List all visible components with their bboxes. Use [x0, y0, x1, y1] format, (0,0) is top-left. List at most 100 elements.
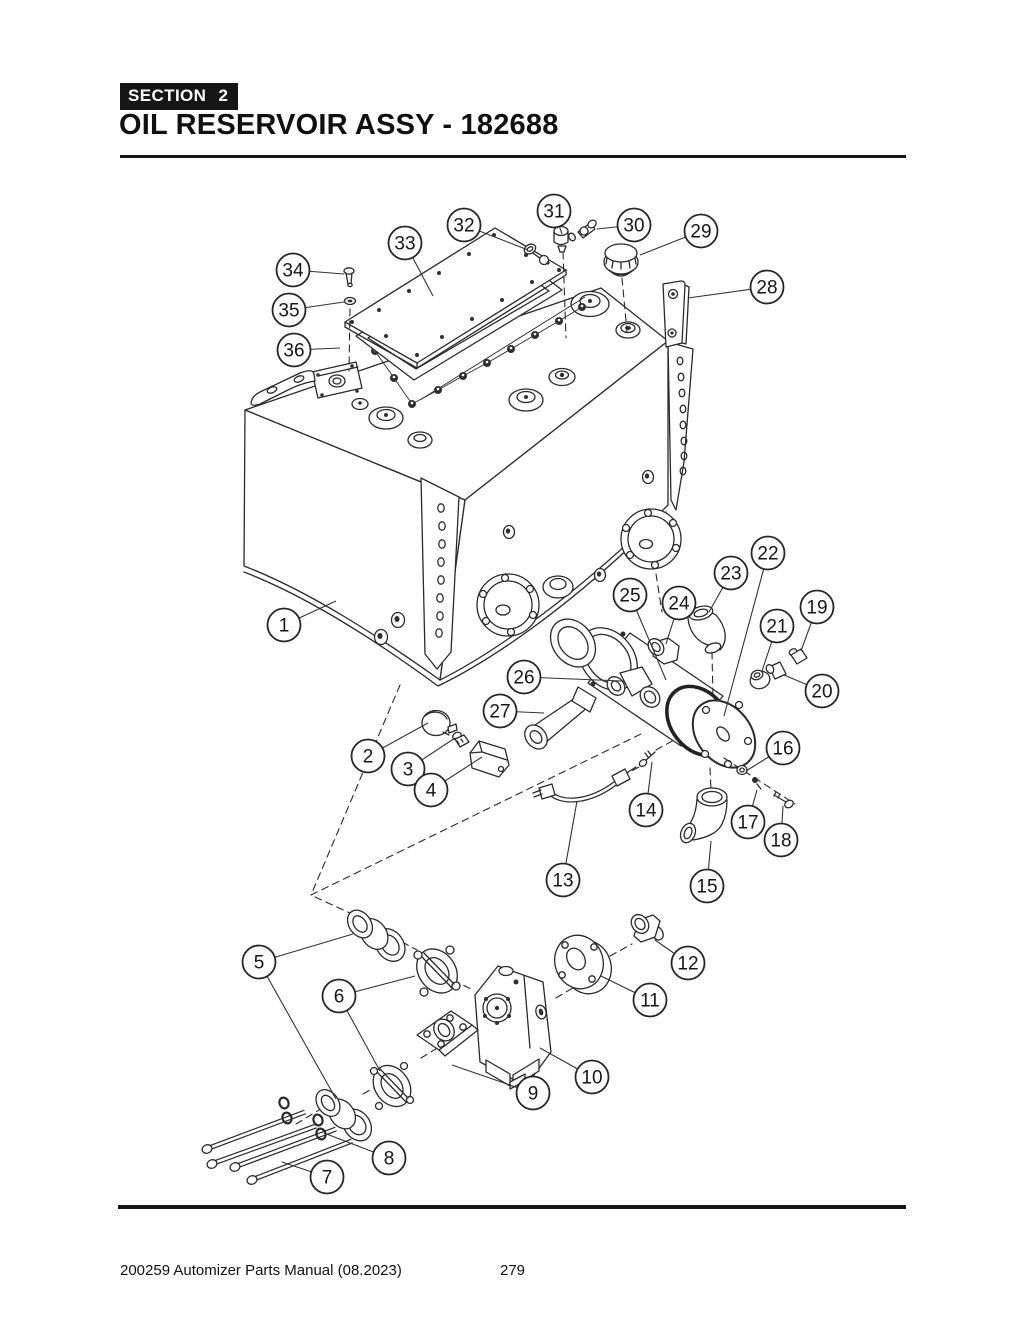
svg-text:32: 32: [453, 216, 474, 237]
svg-text:10: 10: [581, 1068, 602, 1089]
washer: [343, 296, 357, 306]
cover-plate: [344, 227, 567, 369]
callout-26: 26: [506, 659, 623, 695]
callout-12: 12: [654, 939, 706, 981]
callout-16: 16: [745, 730, 801, 772]
callout-4: 4: [413, 756, 483, 808]
coupling-upper: [346, 909, 406, 962]
cap-and-clamp: [421, 709, 510, 778]
callout-28: 28: [687, 269, 785, 305]
header-rule: [120, 155, 906, 158]
callout-19: 19: [799, 589, 835, 652]
stiffener-holes: [435, 503, 446, 638]
callout-3: 3: [390, 737, 456, 787]
callout-35: 35: [271, 292, 345, 328]
callout-25: 25: [612, 577, 667, 681]
o-rings: [278, 1096, 327, 1141]
callout-24: 24: [661, 585, 697, 645]
callout-14: 14: [628, 761, 664, 828]
svg-text:19: 19: [806, 598, 827, 619]
mounting-bolts: [201, 1109, 353, 1185]
callout-33: 33: [387, 225, 434, 297]
tee-fitting: [553, 225, 576, 253]
svg-text:33: 33: [394, 234, 415, 255]
svg-text:36: 36: [283, 341, 304, 362]
hex-bushing: [630, 913, 664, 943]
svg-text:24: 24: [668, 594, 690, 615]
callout-27: 27: [482, 693, 545, 729]
callout-15: 15: [689, 840, 725, 904]
svg-text:26: 26: [513, 668, 534, 689]
svg-text:18: 18: [770, 831, 791, 852]
callout-20: 20: [783, 673, 840, 709]
callout-7: 7: [281, 1159, 345, 1195]
svg-text:21: 21: [766, 617, 787, 638]
strainer-assembly: [524, 605, 808, 844]
hex-plug: [647, 637, 680, 665]
callout-23: 23: [708, 555, 749, 613]
callout-8: 8: [323, 1132, 407, 1176]
svg-text:1: 1: [279, 616, 290, 637]
svg-text:22: 22: [757, 544, 778, 565]
callout-36: 36: [276, 332, 341, 368]
adapter-plate: [416, 1010, 479, 1057]
svg-text:5: 5: [254, 953, 265, 974]
port-flange-left: [476, 573, 540, 637]
callout-21: 21: [759, 608, 795, 672]
callout-32: 32: [446, 207, 529, 251]
svg-text:35: 35: [278, 301, 299, 322]
small-fittings-right: [749, 648, 808, 690]
elbow-fitting-bottom: [679, 787, 728, 844]
callout-13: 13: [545, 800, 581, 898]
lift-bracket: [250, 370, 316, 406]
svg-text:2: 2: [363, 747, 374, 768]
svg-text:7: 7: [322, 1168, 333, 1189]
vent-screw: [343, 267, 355, 288]
pump-assembly: [201, 909, 664, 1185]
mounting-strap: [662, 280, 694, 511]
breather-cap: [603, 243, 639, 277]
split-flange-lower: [369, 1061, 415, 1111]
svg-text:15: 15: [696, 877, 717, 898]
footer-page-number: 279: [500, 1262, 526, 1279]
svg-text:8: 8: [384, 1149, 395, 1170]
svg-text:12: 12: [677, 954, 698, 975]
outlet-flange: [554, 934, 612, 995]
pump-head: [691, 699, 757, 769]
callout-10: 10: [539, 1047, 610, 1095]
top-small-parts: [343, 219, 639, 372]
drain-screw: [773, 791, 794, 809]
svg-text:4: 4: [426, 781, 437, 802]
footer-manual-name: 200259 Automizer Parts Manual (08.2023): [120, 1262, 402, 1279]
elbow-fitting-top: [687, 605, 726, 654]
section-badge: SECTION 2: [120, 83, 239, 110]
callout-layer: 1234567891011121314151617181920212223242…: [241, 193, 840, 1195]
tee-port: [606, 666, 661, 708]
split-flange-upper: [413, 945, 461, 997]
svg-text:30: 30: [623, 216, 644, 237]
hose: [532, 766, 637, 803]
suction-spout: [524, 686, 597, 750]
callout-9: 9: [451, 1064, 551, 1111]
svg-text:17: 17: [737, 813, 758, 834]
hose-nipple: [577, 219, 597, 239]
port-flange-right: [620, 508, 682, 570]
page-title: OIL RESERVOIR ASSY - 182688: [119, 109, 559, 141]
callout-29: 29: [639, 213, 719, 256]
svg-text:29: 29: [690, 222, 711, 243]
bleed-fitting: [638, 750, 656, 768]
callout-17: 17: [730, 789, 766, 840]
svg-text:28: 28: [756, 278, 777, 299]
svg-text:3: 3: [403, 760, 414, 781]
callout-31: 31: [536, 193, 572, 235]
svg-text:13: 13: [552, 871, 573, 892]
svg-text:6: 6: [334, 987, 345, 1008]
callout-11: 11: [600, 975, 668, 1018]
footer-rule: [118, 1205, 906, 1209]
svg-text:16: 16: [772, 739, 793, 760]
callout-30: 30: [596, 207, 652, 243]
callout-22: 22: [723, 535, 786, 717]
svg-text:20: 20: [811, 682, 832, 703]
svg-text:31: 31: [543, 202, 564, 223]
